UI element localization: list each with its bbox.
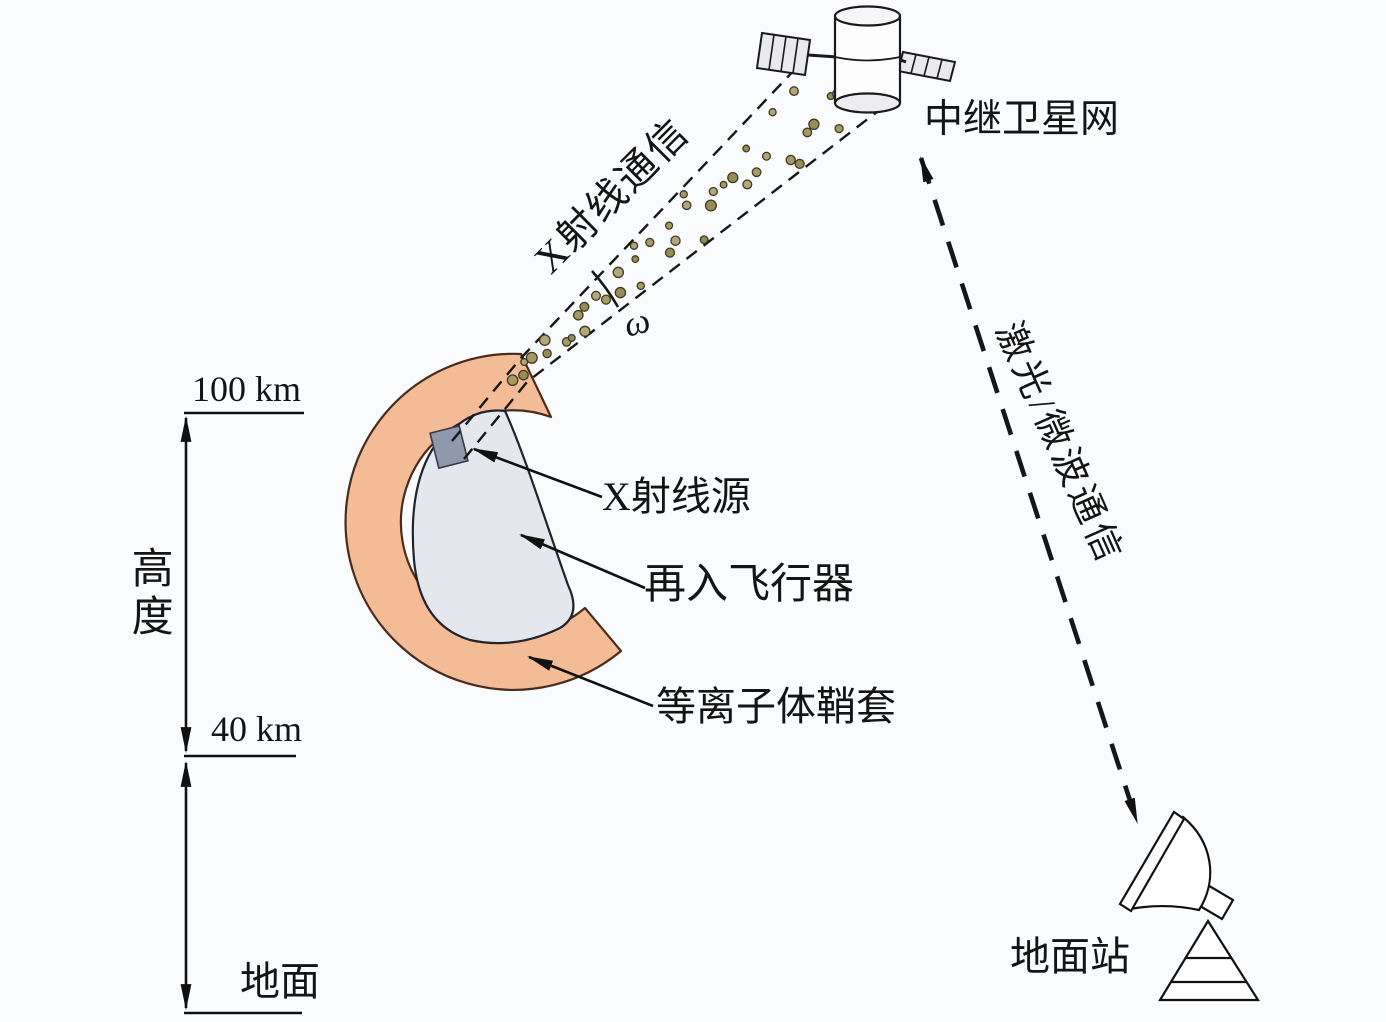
beam-angle-arc [591, 270, 620, 308]
satellite-icon [755, 5, 957, 114]
axis-tick-label-40km: 40 km [211, 709, 303, 749]
xray-source-shape [429, 424, 469, 470]
xray-source-arrow [471, 447, 603, 499]
plasma-sheath-arrow [526, 655, 654, 708]
reentry-vehicle-arrow [519, 533, 646, 590]
xray-source-label: X射线源 [602, 474, 751, 519]
reentry-vehicle-shape [411, 409, 575, 645]
beam-dots [506, 86, 844, 387]
axis-tick-label-100km: 100 km [192, 369, 302, 409]
reentry-vehicle-label: 再入飞行器 [644, 562, 855, 608]
ground-station-label: 地面站 [1010, 934, 1130, 979]
relay-satellite-label: 中继卫星网 [924, 98, 1120, 141]
laser-link-line [918, 155, 1140, 825]
beam-lower-edge [463, 107, 883, 460]
axis-tick-label-ground: 地面 [240, 959, 320, 1004]
beam-upper-edge [451, 63, 801, 442]
axis-title: 高度 [125, 546, 172, 642]
plasma-sheath-shape [344, 352, 623, 691]
plasma-sheath-label: 等离子体鞘套 [656, 684, 896, 729]
ground-station-icon [1118, 810, 1260, 1002]
